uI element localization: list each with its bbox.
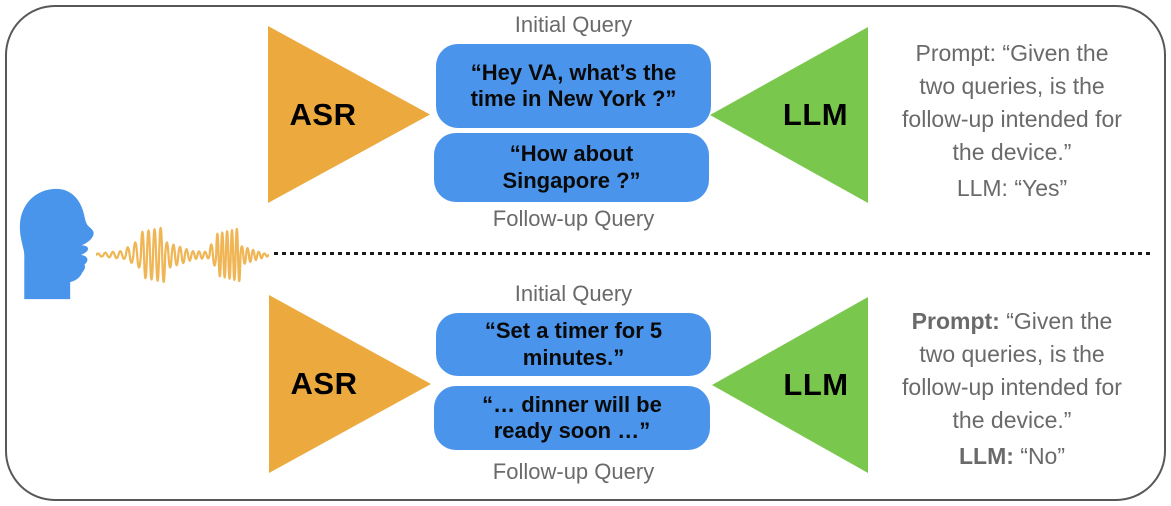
query-bubble-followup: “How about Singapore ?” [434, 133, 709, 202]
llm-label: LLM [782, 97, 849, 132]
divider-dotted-line [274, 252, 1150, 255]
speaker-head-icon [19, 188, 94, 300]
followup-query-caption: Follow-up Query [492, 206, 655, 231]
llm-answer-body: “Yes” [1007, 175, 1068, 201]
llm-answer-body: “No” [1013, 443, 1066, 469]
followup-query-caption: Follow-up Query [492, 459, 655, 484]
query-bubble-initial: “Set a timer for 5 minutes.” [436, 313, 711, 376]
sound-wave-icon [96, 227, 269, 283]
initial-query-caption: Initial Query [514, 281, 633, 306]
llm-prompt-panel: Prompt: “Given the two queries, is the f… [874, 305, 1150, 473]
prompt-body: “Given the two queries, is the follow-up… [902, 40, 1122, 165]
figure-border [5, 5, 1166, 501]
prompt-body: “Given the two queries, is the follow-up… [902, 308, 1122, 433]
prompt-text: Prompt: “Given the two queries, is the f… [874, 37, 1150, 169]
asr-label: ASR [290, 366, 358, 401]
asr-label: ASR [289, 96, 357, 132]
prompt-label: Prompt: [915, 40, 997, 66]
prompt-label: Prompt: [911, 308, 1000, 334]
initial-query-caption: Initial Query [514, 12, 633, 37]
llm-prompt-panel: Prompt: “Given the two queries, is the f… [874, 37, 1150, 205]
llm-answer-label: LLM: [956, 175, 1008, 201]
llm-answer-label: LLM: [958, 443, 1014, 469]
llm-answer: LLM: “Yes” [874, 172, 1150, 205]
llm-answer: LLM: “No” [874, 440, 1150, 473]
prompt-text: Prompt: “Given the two queries, is the f… [874, 305, 1150, 437]
query-bubble-initial: “Hey VA, what’s the time in New York ?” [436, 44, 711, 128]
query-bubble-followup: “… dinner will be ready soon …” [434, 386, 710, 450]
llm-label: LLM [783, 367, 849, 402]
